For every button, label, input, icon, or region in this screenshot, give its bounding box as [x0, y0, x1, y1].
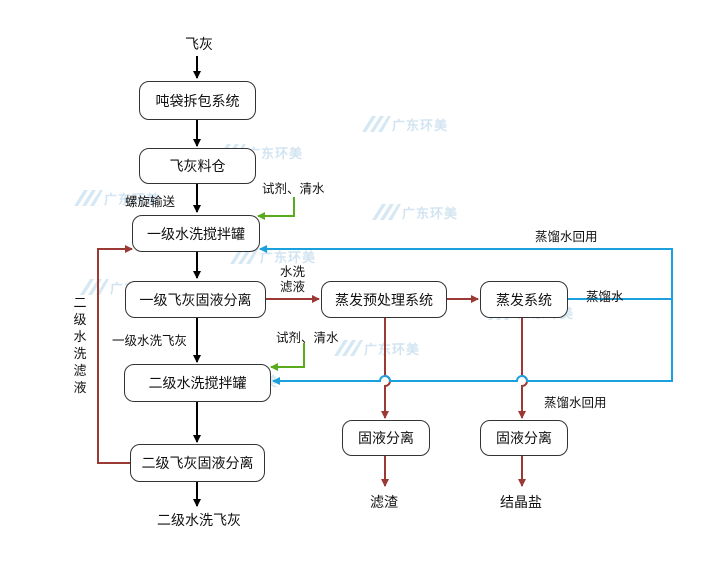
- sl-sep-a-node: 固液分离: [342, 420, 430, 456]
- bag-unpack-node: 吨袋拆包系统: [139, 81, 256, 120]
- wash-filtrate-label: 水洗滤液: [280, 264, 306, 294]
- watermark-text: 广东环美: [247, 146, 304, 162]
- watermark-logo-icon: [230, 248, 259, 264]
- reagent1-label: 试剂、清水: [262, 181, 325, 196]
- ash1-label: 一级水洗飞灰: [112, 333, 188, 348]
- arrow-distill-return-to-wash2: [272, 299, 673, 385]
- distill-return1-label: 蒸馏水回用: [535, 229, 598, 244]
- filtrate2-label: 二级水洗滤液: [73, 296, 87, 396]
- wash1-node: 一级水洗搅拌罐: [132, 215, 260, 252]
- reagent2-label: 试剂、清水: [276, 330, 339, 345]
- watermark: 广东环美: [370, 200, 458, 224]
- watermark-text: 广东环美: [260, 250, 317, 266]
- arrow-reagent1-to-wash1: [257, 197, 295, 220]
- wash2-node: 二级水洗搅拌罐: [124, 364, 271, 402]
- residue-label: 滤渣: [370, 495, 398, 511]
- sep2-node: 二级飞灰固液分离: [130, 444, 265, 482]
- watermark-text: 广东环美: [392, 118, 449, 134]
- arrow-sep2-filtrate-to-wash1: [97, 245, 133, 464]
- sl-sep-b-node: 固液分离: [480, 420, 568, 456]
- arrow-reagent2-to-wash2: [270, 343, 305, 371]
- watermark-logo-icon: [372, 204, 401, 220]
- watermark-logo-icon: [334, 340, 363, 356]
- silo-node: 飞灰料仓: [139, 148, 256, 184]
- input-fly-ash-label: 飞灰: [185, 37, 213, 53]
- arrow-distill-return-to-wash1: [259, 245, 673, 300]
- watermark-text: 广东环美: [402, 206, 459, 222]
- arrow-evap-pre-to-sl-sep-a: [381, 318, 391, 419]
- watermark-logo-icon: [362, 116, 391, 132]
- distill-return2-label: 蒸馏水回用: [544, 395, 607, 410]
- arrow-evap-to-sl-sep-b: [518, 318, 528, 419]
- watermark: 广东环美: [332, 336, 420, 360]
- watermark-text: 广东环美: [104, 192, 161, 208]
- output-ash-label: 二级水洗飞灰: [157, 513, 241, 529]
- watermark-logo-icon: [74, 190, 103, 206]
- screw-conveyor-label: 螺旋输送: [125, 194, 176, 209]
- watermark-text: 广东环美: [364, 342, 421, 358]
- watermark: 广东环美: [228, 244, 316, 268]
- distill-label: 蒸馏水: [586, 289, 624, 304]
- watermark: 广东环美: [72, 186, 160, 210]
- evap-pre-node: 蒸发预处理系统: [321, 281, 447, 318]
- watermark-logo-icon: [80, 279, 109, 295]
- sep1-node: 一级飞灰固液分离: [125, 281, 266, 318]
- evap-node: 蒸发系统: [480, 281, 568, 318]
- watermark: 广东环美: [360, 112, 448, 136]
- salt-label: 结晶盐: [500, 495, 542, 511]
